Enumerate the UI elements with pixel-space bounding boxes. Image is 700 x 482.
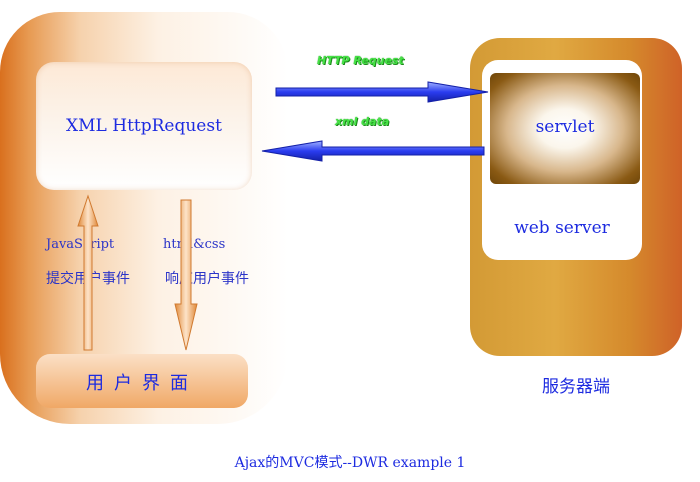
figure-caption: Ajax的MVC模式--DWR example 1 xyxy=(234,455,466,471)
response-arrow xyxy=(261,140,485,162)
servlet-box xyxy=(490,73,640,184)
submit-up-arrow xyxy=(77,194,99,351)
request-arrow-label: HTTP Request xyxy=(317,54,404,67)
request-arrow xyxy=(275,81,489,103)
xmlhttprequest-label: XML HttpRequest xyxy=(66,116,222,136)
respond-down-arrow xyxy=(174,199,198,351)
server-side-caption: 服务器端 xyxy=(542,377,610,397)
user-interface-box xyxy=(36,354,248,408)
xmlhttprequest-box xyxy=(36,62,252,190)
user-interface-label: 用户界面 xyxy=(86,373,198,394)
javascript-label: JavaScript xyxy=(46,237,115,252)
htmlcss-label: html&css xyxy=(163,237,226,252)
servlet-label: servlet xyxy=(535,117,595,137)
response-arrow-label: xml data xyxy=(335,115,390,128)
web-server-label: web server xyxy=(514,218,610,238)
